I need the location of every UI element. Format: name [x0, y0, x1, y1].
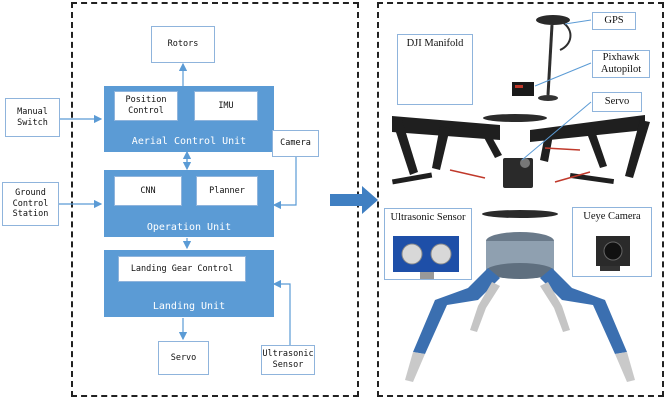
ultrasonic-label-1: Ultrasonic: [262, 349, 314, 360]
ueye-camera-device: [596, 236, 630, 271]
landing-legs: [405, 268, 635, 382]
landing-unit: Landing Gear Control Landing Unit: [104, 250, 274, 317]
landing-gear-control-label: Landing Gear Control: [130, 263, 234, 274]
imu-label: IMU: [218, 100, 234, 111]
gps-label-box: GPS: [592, 12, 636, 30]
servo-label: Servo: [170, 352, 197, 363]
manual-switch-box: Manual Switch: [5, 98, 60, 137]
cnn-label: CNN: [140, 185, 156, 196]
big-transition-arrow: [330, 186, 378, 214]
ultrasonic-label-2: Sensor: [272, 360, 304, 370]
pixhawk-label-box: Pixhawk Autopilot: [592, 50, 650, 78]
ground-station-label-2: Control: [12, 198, 49, 209]
operation-unit: CNN Planner Operation Unit: [104, 170, 274, 237]
gps-mast: [536, 15, 572, 101]
ultrasonic-sensor-photo-label: Ultrasonic Sensor: [390, 212, 466, 224]
landing-gear-control-box: Landing Gear Control: [118, 256, 246, 282]
dji-manifold-label: DJI Manifold: [406, 38, 464, 49]
dji-manifold-label-box: DJI Manifold: [397, 34, 473, 105]
camera-label: Camera: [280, 138, 311, 149]
servo-box: Servo: [158, 341, 209, 375]
pixhawk-module: [512, 82, 534, 96]
ground-station-label-3: Station: [12, 209, 49, 220]
drone-frame-arms: [391, 115, 650, 185]
rotors-box: Rotors: [151, 26, 215, 63]
planner-label: Planner: [209, 185, 245, 196]
servo-device: [503, 158, 533, 188]
camera-box: Camera: [272, 130, 319, 157]
ueye-camera-label-box: Ueye Camera: [572, 207, 652, 277]
landing-gear-base: [486, 232, 554, 279]
cnn-box: CNN: [114, 176, 182, 206]
servo-photo-label: Servo: [604, 96, 630, 108]
ground-control-station-box: Ground Control Station: [2, 182, 59, 226]
esc-wires: [449, 147, 591, 183]
rotors-label: Rotors: [167, 39, 199, 50]
ultrasonic-sensor-label-box: Ultrasonic Sensor: [384, 208, 472, 280]
manual-switch-label-1: Manual: [17, 106, 48, 117]
ultrasonic-device: [393, 236, 459, 280]
imu-box: IMU: [194, 91, 258, 121]
ueye-camera-label: Ueye Camera: [583, 211, 641, 223]
servo-label-box: Servo: [592, 92, 642, 112]
planner-box: Planner: [196, 176, 258, 206]
manual-switch-label-2: Switch: [17, 117, 48, 128]
landing-unit-title: Landing Unit: [152, 301, 226, 312]
aerial-control-unit: Position Control IMU Aerial Control Unit: [104, 86, 274, 152]
position-control-label-2: Control: [128, 106, 164, 116]
ground-station-label-1: Ground: [15, 188, 46, 199]
pixhawk-label-2: Autopilot: [600, 64, 642, 75]
position-control-label-1: Position: [125, 95, 167, 106]
aerial-control-unit-title: Aerial Control Unit: [131, 136, 247, 147]
position-control-box: Position Control: [114, 91, 178, 121]
operation-unit-title: Operation Unit: [146, 222, 232, 233]
hardware-photo-panel: [377, 2, 664, 397]
gps-label: GPS: [604, 15, 624, 27]
pixhawk-label-1: Pixhawk: [602, 52, 640, 64]
ultrasonic-sensor-box: Ultrasonic Sensor: [261, 345, 315, 375]
